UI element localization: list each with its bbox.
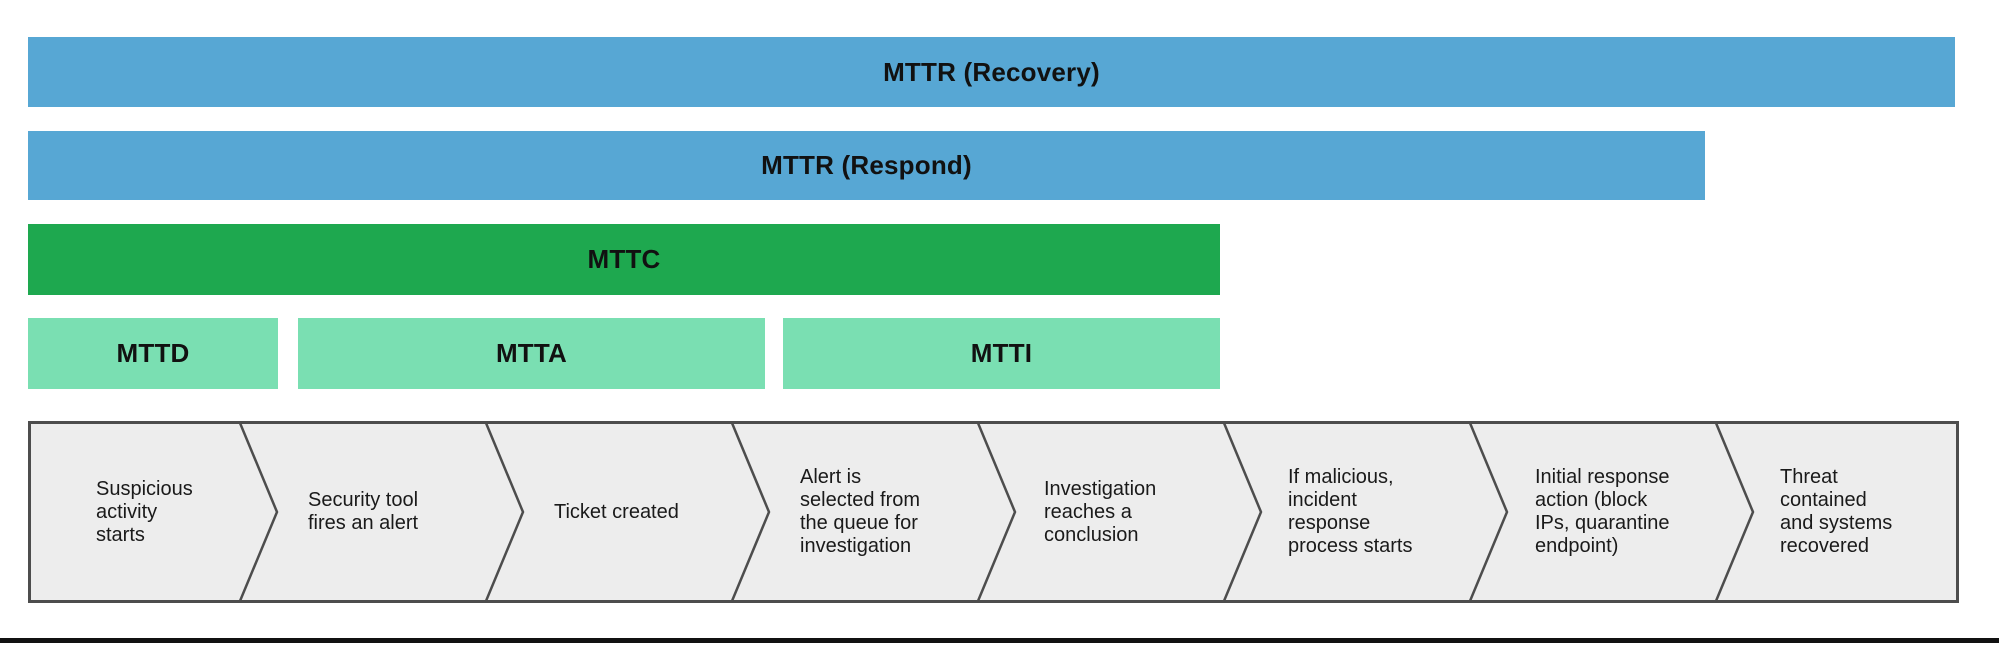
chevron-divider <box>976 422 1017 602</box>
chevron-divider <box>730 422 771 602</box>
timeline-step-label: Suspicious activity starts <box>96 477 193 546</box>
timeline-step-label: Ticket created <box>554 500 679 523</box>
timeline-chevron-graphic <box>28 421 1959 603</box>
metric-bar-mtti-label: MTTI <box>970 338 1033 368</box>
metric-bar-mttd-label: MTTD <box>116 338 190 368</box>
timeline-step-label: Investigation reaches a conclusion <box>1044 477 1157 546</box>
metric-bar-mtti: MTTI <box>783 318 1220 389</box>
timeline-step-alert-selected: Alert is selected from the queue for inv… <box>800 421 980 603</box>
metric-bar-mttc: MTTC <box>28 224 1220 295</box>
metric-bar-mttc-label: MTTC <box>587 244 661 274</box>
metric-bar-mttr-recovery: MTTR (Recovery) <box>28 37 1955 107</box>
chevron-divider <box>1714 422 1755 602</box>
timeline-step-label: Alert is selected from the queue for inv… <box>800 466 921 557</box>
timeline-step-investigation-conclusion: Investigation reaches a conclusion <box>1044 421 1224 603</box>
timeline-step-suspicious-activity: Suspicious activity starts <box>96 421 271 603</box>
metric-bar-mtta-label: MTTA <box>495 338 568 368</box>
chevron-divider <box>484 422 525 602</box>
timeline-step-label: If malicious, incident response process … <box>1288 466 1413 557</box>
metric-bar-mttr-recovery-label: MTTR (Recovery) <box>883 56 1100 87</box>
timeline-step-incident-response-starts: If malicious, incident response process … <box>1288 421 1468 603</box>
chevron-divider <box>1222 422 1263 602</box>
timeline-step-initial-response-action: Initial response action (block IPs, quar… <box>1535 421 1720 603</box>
timeline-step-security-tool-alert: Security tool fires an alert <box>308 421 483 603</box>
timeline-step-label: Security tool fires an alert <box>308 489 419 534</box>
chevron-divider <box>238 422 279 602</box>
timeline-step-threat-contained: Threat contained and systems recovered <box>1780 421 1960 603</box>
timeline-step-label: Threat contained and systems recovered <box>1780 466 1893 557</box>
metric-bar-mtta: MTTA <box>298 318 765 389</box>
metric-bar-mttd: MTTD <box>28 318 278 389</box>
chevron-divider <box>1468 422 1509 602</box>
timeline-step-ticket-created: Ticket created <box>554 421 739 603</box>
metric-bar-mttr-respond-label: MTTR (Respond) <box>761 150 972 180</box>
process-timeline-band: Suspicious activity starts Security tool… <box>28 421 1959 603</box>
timeline-step-label: Initial response action (block IPs, quar… <box>1535 466 1670 557</box>
metric-bar-mttr-respond: MTTR (Respond) <box>28 131 1705 200</box>
timeline-outline <box>28 421 1959 603</box>
bottom-divider <box>0 638 1999 643</box>
